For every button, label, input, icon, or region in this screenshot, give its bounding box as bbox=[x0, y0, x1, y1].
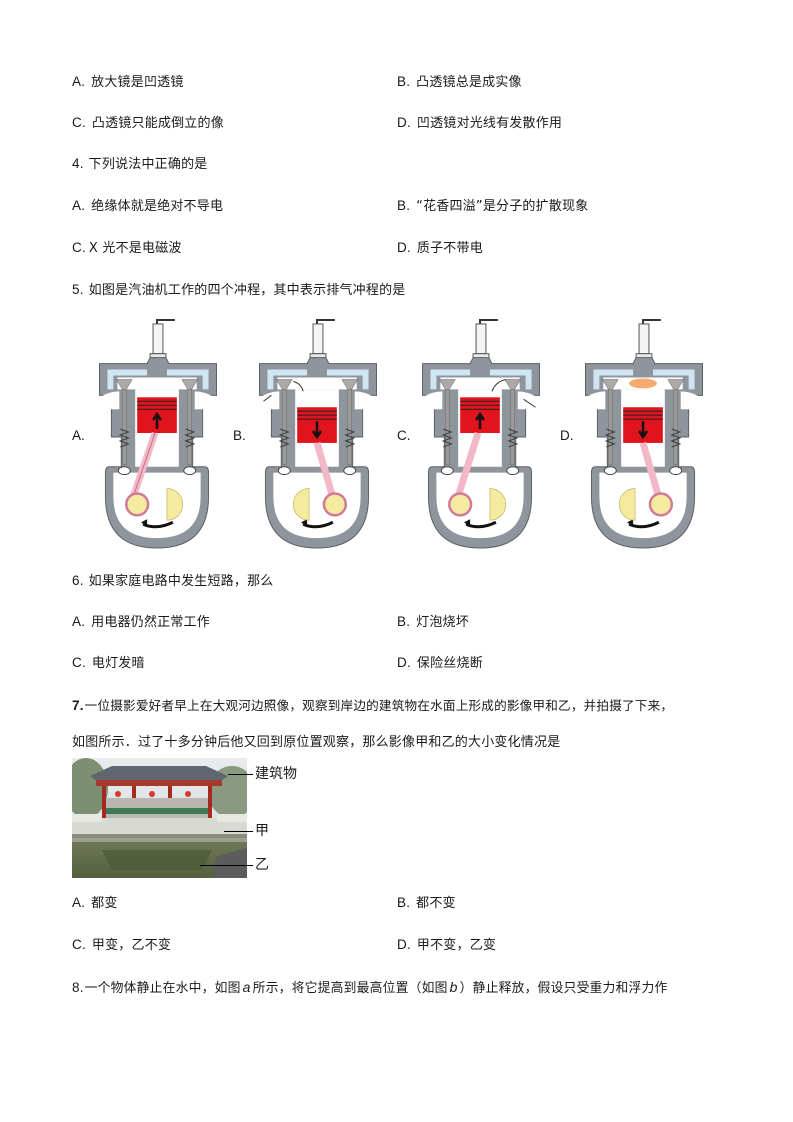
option-label: C. bbox=[72, 240, 86, 255]
q3-option-c: C. 凸透镜只能成倒立的像 bbox=[72, 115, 224, 132]
option-text: 放大镜是凹透镜 bbox=[91, 75, 184, 90]
option-label: B. bbox=[397, 614, 411, 629]
option-label: D. bbox=[397, 655, 411, 670]
callout-line-yi bbox=[200, 865, 253, 866]
q4-option-c: C.X 光不是电磁波 bbox=[72, 240, 182, 257]
q4-stem: 4. 下列说法中正确的是 bbox=[72, 156, 207, 173]
question-text: 一位摄影爱好者早上在大观河边照像，观察到岸边的建筑物在水面上形成的影像甲和乙，并… bbox=[84, 698, 674, 713]
question-text: 下列说法中正确的是 bbox=[88, 157, 208, 172]
engine-label-b: B. bbox=[233, 428, 246, 443]
option-text: 凸透镜总是成实像 bbox=[416, 75, 522, 90]
option-label: A. bbox=[72, 614, 86, 629]
option-text: 绝缘体就是绝对不导电 bbox=[91, 199, 224, 214]
q7-option-d: D. 甲不变，乙变 bbox=[397, 937, 496, 954]
q6-stem: 6. 如果家庭电路中发生短路，那么 bbox=[72, 573, 273, 590]
engine-diagram-compression bbox=[98, 318, 218, 550]
option-text: 甲变，乙不变 bbox=[91, 938, 172, 953]
option-text: 保险丝烧断 bbox=[416, 656, 483, 671]
option-text: 电灯发暗 bbox=[91, 656, 145, 671]
option-label: D. bbox=[397, 115, 411, 130]
pavilion-reflection-photo bbox=[72, 758, 247, 878]
figure-ref-a: a bbox=[242, 979, 251, 995]
q6-option-c: C. 电灯发暗 bbox=[72, 655, 145, 672]
option-label: B. bbox=[397, 198, 411, 213]
q3-option-d: D. 凹透镜对光线有发散作用 bbox=[397, 115, 562, 132]
q6-option-b: B. 灯泡烧坏 bbox=[397, 614, 469, 631]
option-label: A. bbox=[72, 74, 86, 89]
option-text: 灯泡烧坏 bbox=[416, 615, 469, 630]
question-number: 8. bbox=[72, 980, 84, 995]
question-text: 如果家庭电路中发生短路，那么 bbox=[88, 574, 274, 589]
option-text: 用电器仍然正常工作 bbox=[91, 615, 210, 630]
option-text: 凸透镜只能成倒立的像 bbox=[91, 116, 224, 131]
question-text: ）静止释放，假设只受重力和浮力作 bbox=[459, 981, 668, 996]
q6-option-a: A. 用电器仍然正常工作 bbox=[72, 614, 210, 631]
q3-option-a: A. 放大镜是凹透镜 bbox=[72, 74, 184, 91]
q5-stem: 5. 如图是汽油机工作的四个冲程，其中表示排气冲程的是 bbox=[72, 282, 405, 299]
q7-option-c: C. 甲变，乙不变 bbox=[72, 937, 171, 954]
callout-line-building bbox=[228, 774, 253, 775]
question-number: 7. bbox=[72, 698, 84, 713]
option-label: B. bbox=[397, 895, 411, 910]
engine-diagram-exhaust bbox=[421, 318, 541, 550]
engine-label-d: D. bbox=[560, 428, 574, 443]
question-number: 6. bbox=[72, 573, 84, 588]
engine-diagram-intake bbox=[258, 318, 378, 550]
question-number: 5. bbox=[72, 282, 84, 297]
q7-stem-line1: 7.一位摄影爱好者早上在大观河边照像，观察到岸边的建筑物在水面上形成的影像甲和乙… bbox=[72, 698, 673, 714]
option-label: A. bbox=[72, 198, 86, 213]
question-number: 4. bbox=[72, 156, 84, 171]
option-text: 都变 bbox=[91, 896, 118, 911]
q7-stem-line2: 如图所示．过了十多分钟后他又回到原位置观察，那么影像甲和乙的大小变化情况是 bbox=[72, 735, 561, 750]
option-label: A. bbox=[72, 895, 86, 910]
engine-diagram-power bbox=[584, 318, 704, 550]
question-text: 一个物体静止在水中，如图 bbox=[84, 981, 241, 996]
engine-label-a: A. bbox=[72, 428, 85, 443]
q4-option-b: B. “花香四溢”是分子的扩散现象 bbox=[397, 198, 588, 215]
option-text: X 光不是电磁波 bbox=[88, 241, 182, 256]
figure-ref-b: b bbox=[449, 979, 458, 995]
q7-option-a: A. 都变 bbox=[72, 895, 118, 912]
question-text: 如图是汽油机工作的四个冲程，其中表示排气冲程的是 bbox=[88, 283, 406, 298]
callout-line-jia bbox=[224, 831, 253, 832]
option-label: C. bbox=[72, 115, 86, 130]
option-text: “花香四溢”是分子的扩散现象 bbox=[416, 199, 589, 214]
q4-option-d: D. 质子不带电 bbox=[397, 240, 483, 257]
option-label: D. bbox=[397, 240, 411, 255]
option-text: 凹透镜对光线有发散作用 bbox=[416, 116, 563, 131]
option-text: 甲不变，乙变 bbox=[416, 938, 497, 953]
callout-building: 建筑物 bbox=[255, 766, 297, 782]
option-label: C. bbox=[72, 937, 86, 952]
option-label: C. bbox=[72, 655, 86, 670]
question-text: 所示，将它提高到最高位置（如图 bbox=[252, 981, 448, 996]
callout-jia: 甲 bbox=[255, 823, 269, 839]
option-label: B. bbox=[397, 74, 411, 89]
option-text: 都不变 bbox=[416, 896, 456, 911]
engine-label-c: C. bbox=[397, 428, 411, 443]
q3-option-b: B. 凸透镜总是成实像 bbox=[397, 74, 522, 91]
option-text: 质子不带电 bbox=[416, 241, 483, 256]
q7-option-b: B. 都不变 bbox=[397, 895, 456, 912]
spark-icon bbox=[629, 378, 657, 389]
option-label: D. bbox=[397, 937, 411, 952]
q4-option-a: A. 绝缘体就是绝对不导电 bbox=[72, 198, 223, 215]
q6-option-d: D. 保险丝烧断 bbox=[397, 655, 483, 672]
callout-yi: 乙 bbox=[255, 857, 269, 873]
